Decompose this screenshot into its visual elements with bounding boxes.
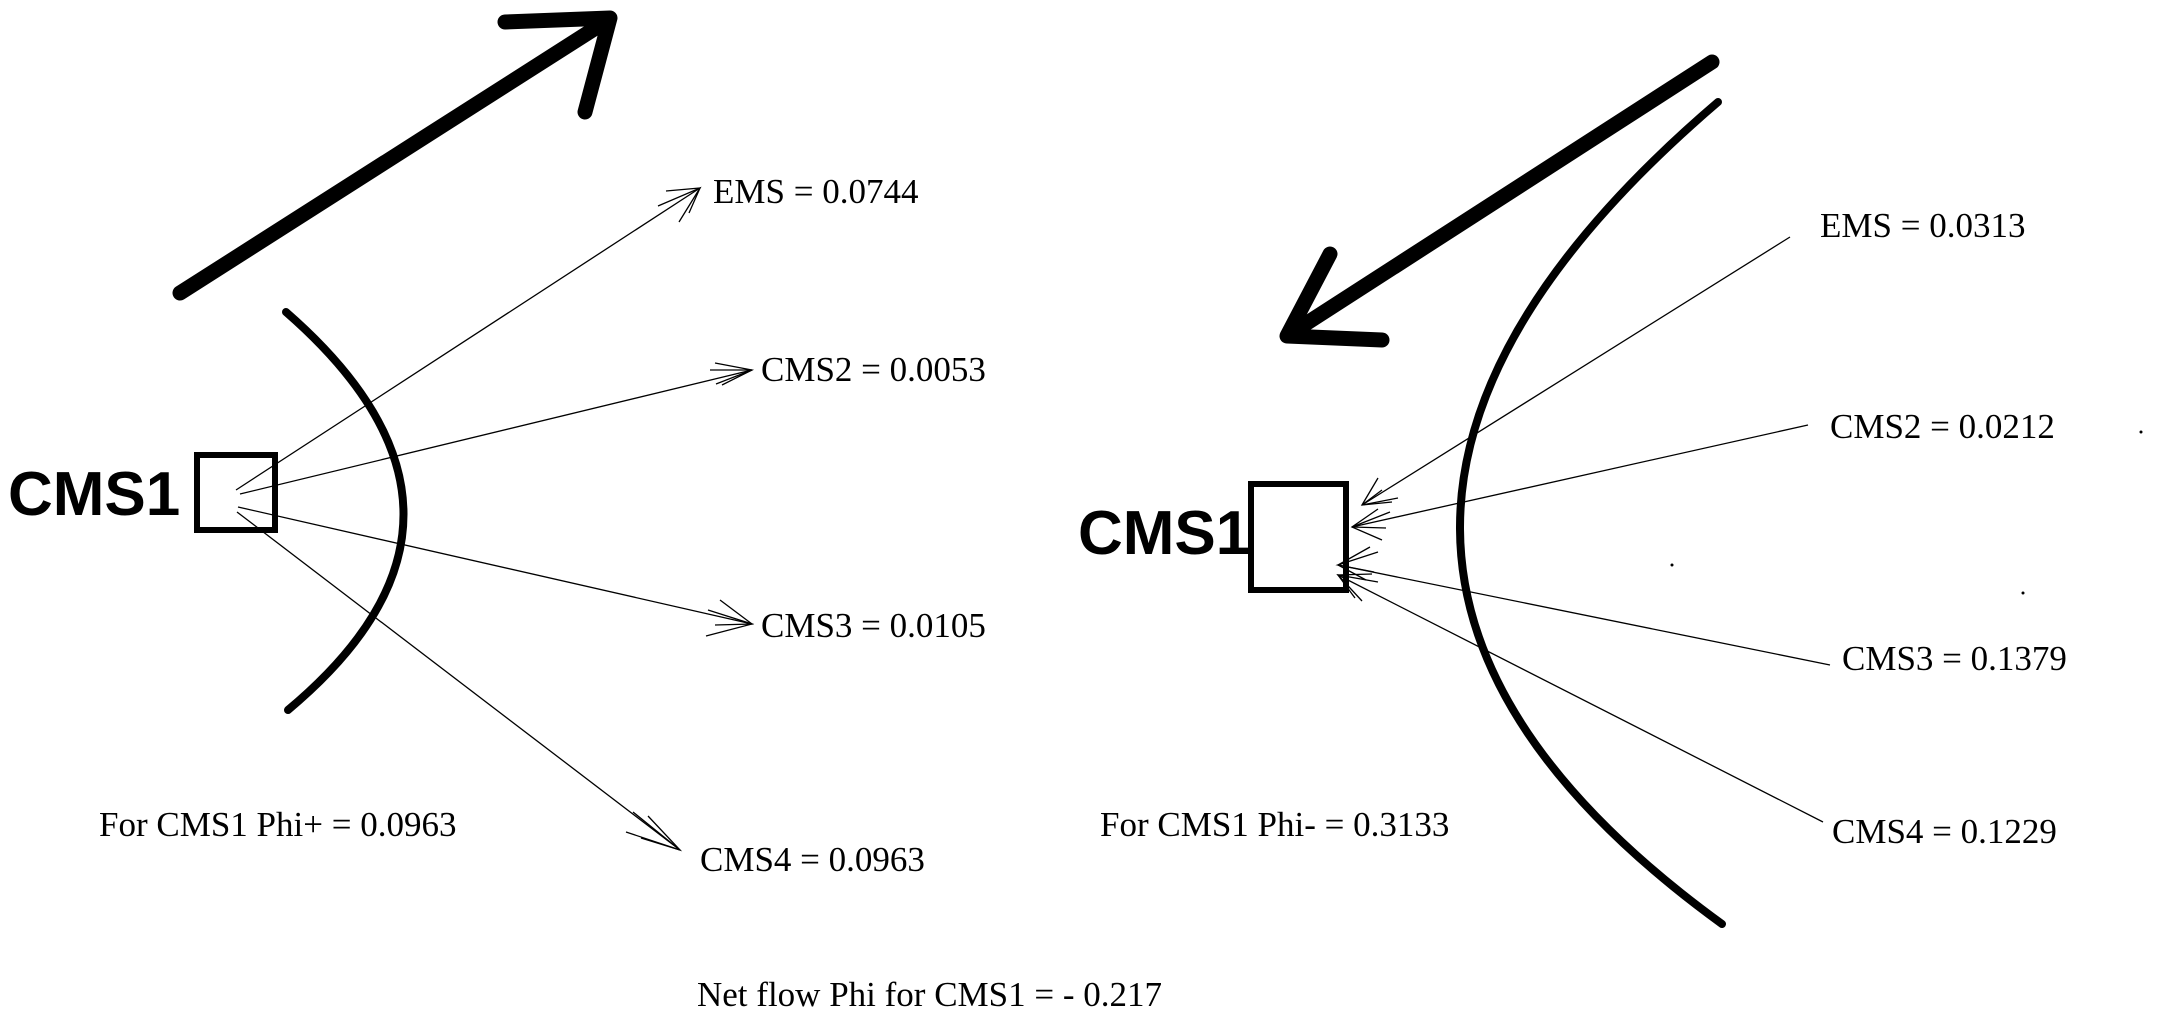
left-target-ems-label: EMS = 0.0744 xyxy=(713,172,918,211)
speck-dot xyxy=(2139,430,2143,434)
right-source-ems-label: EMS = 0.0313 xyxy=(1820,206,2025,245)
right-source-cms3-label: CMS3 = 0.1379 xyxy=(1842,639,2067,678)
left-flow-cms4 xyxy=(236,511,683,852)
incoming-direction-arrow-icon xyxy=(1279,54,1720,348)
left-node-box xyxy=(194,452,278,533)
left-summary: For CMS1 Phi+ = 0.0963 xyxy=(99,805,456,844)
left-target-cms2-label: CMS2 = 0.0053 xyxy=(761,350,986,389)
left-flow-cms3 xyxy=(237,506,755,637)
right-source-cms2-label: CMS2 = 0.0212 xyxy=(1830,407,2055,446)
left-target-cms3-label: CMS3 = 0.0105 xyxy=(761,606,986,645)
right-source-cms4-label: CMS4 = 0.1229 xyxy=(1832,812,2057,851)
speck-dot xyxy=(2021,591,2025,595)
left-node-label: CMS1 xyxy=(8,460,180,529)
net-flow-label: Net flow Phi for CMS1 = - 0.217 xyxy=(697,975,1162,1014)
left-flow-ems xyxy=(235,186,702,491)
right-flow-cms2 xyxy=(1350,424,1809,541)
left-target-cms4-label: CMS4 = 0.0963 xyxy=(700,840,925,879)
right-node-label: CMS1 xyxy=(1078,499,1250,568)
left-panel: CMS1 EMS = 0.0744 CMS2 = 0.0053 CMS3 = 0… xyxy=(8,10,986,879)
right-flow-ems xyxy=(1360,236,1791,506)
speck-dot xyxy=(1670,563,1674,567)
right-flow-cms3 xyxy=(1335,546,1831,666)
left-boundary-curve xyxy=(282,308,408,714)
outgoing-direction-arrow-icon xyxy=(172,10,618,301)
right-panel: CMS1 EMS = 0.0313 CMS2 = 0.0212 CMS3 = 0… xyxy=(1078,54,2143,928)
right-node-box xyxy=(1248,481,1349,593)
right-summary: For CMS1 Phi- = 0.3133 xyxy=(1100,805,1449,844)
right-boundary-curve xyxy=(1456,98,1726,928)
right-flow-cms4 xyxy=(1336,573,1824,823)
left-flow-cms2 xyxy=(239,362,755,495)
